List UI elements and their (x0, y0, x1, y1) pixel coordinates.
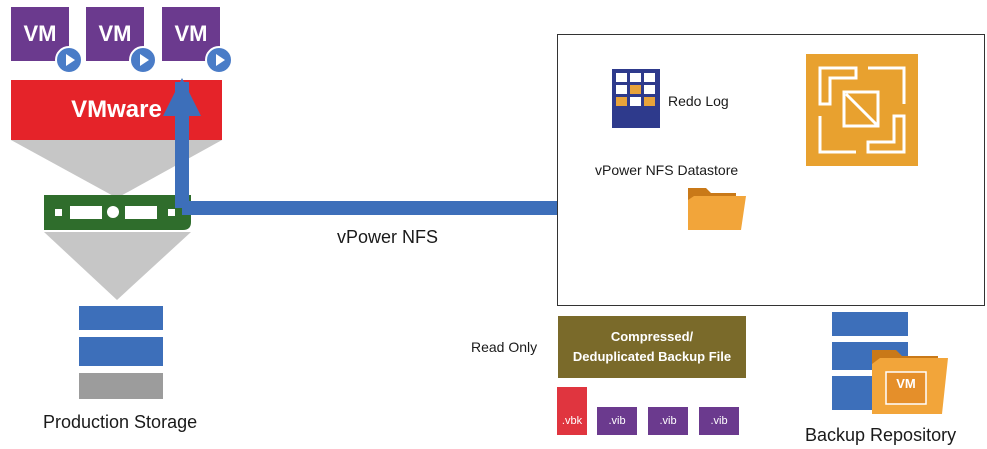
arrow-up-icon (163, 78, 201, 116)
vmware-label: VMware (71, 96, 162, 123)
hypervisor-funnel (11, 140, 222, 198)
vpower-nfs-label: vPower NFS (337, 227, 439, 247)
file-label: .vbk (561, 415, 583, 427)
redo-log-label: Redo Log (668, 93, 729, 109)
storage-disk (79, 373, 163, 399)
vib-file: .vib (597, 407, 637, 435)
play-icon (205, 46, 233, 74)
datastore-label: vPower NFS Datastore (595, 162, 739, 178)
file-label: .vib (608, 415, 626, 427)
vib-file: .vib (699, 407, 739, 435)
storage-funnel (44, 232, 191, 300)
backup-file-line2: Deduplicated Backup File (572, 349, 732, 364)
backup-file-line1: Compressed/ (610, 329, 694, 344)
backup-repository-label: Backup Repository (805, 425, 957, 445)
file-label: .vib (710, 415, 728, 427)
vm-label: VM (98, 21, 132, 46)
read-only-label: Read Only (471, 339, 538, 355)
repository-vm-label: VM (896, 376, 916, 391)
production-storage-label: Production Storage (43, 412, 198, 432)
play-icon (129, 46, 157, 74)
backup-repository-icon (832, 312, 948, 414)
vpower-nfs-link (175, 82, 620, 215)
vm-label: VM (23, 21, 57, 46)
vm-label: VM (174, 21, 208, 46)
storage-disk (79, 337, 163, 366)
veeam-logo-icon (806, 54, 918, 166)
backup-file-box: Compressed/ Deduplicated Backup File (558, 316, 746, 378)
vib-file: .vib (648, 407, 688, 435)
redo-log-icon (612, 69, 660, 128)
play-icon (55, 46, 83, 74)
file-label: .vib (659, 415, 677, 427)
folder-icon (688, 188, 746, 230)
vbk-file: .vbk (557, 387, 587, 435)
storage-disk (79, 306, 163, 330)
vm-tile-1: VM (11, 7, 69, 61)
